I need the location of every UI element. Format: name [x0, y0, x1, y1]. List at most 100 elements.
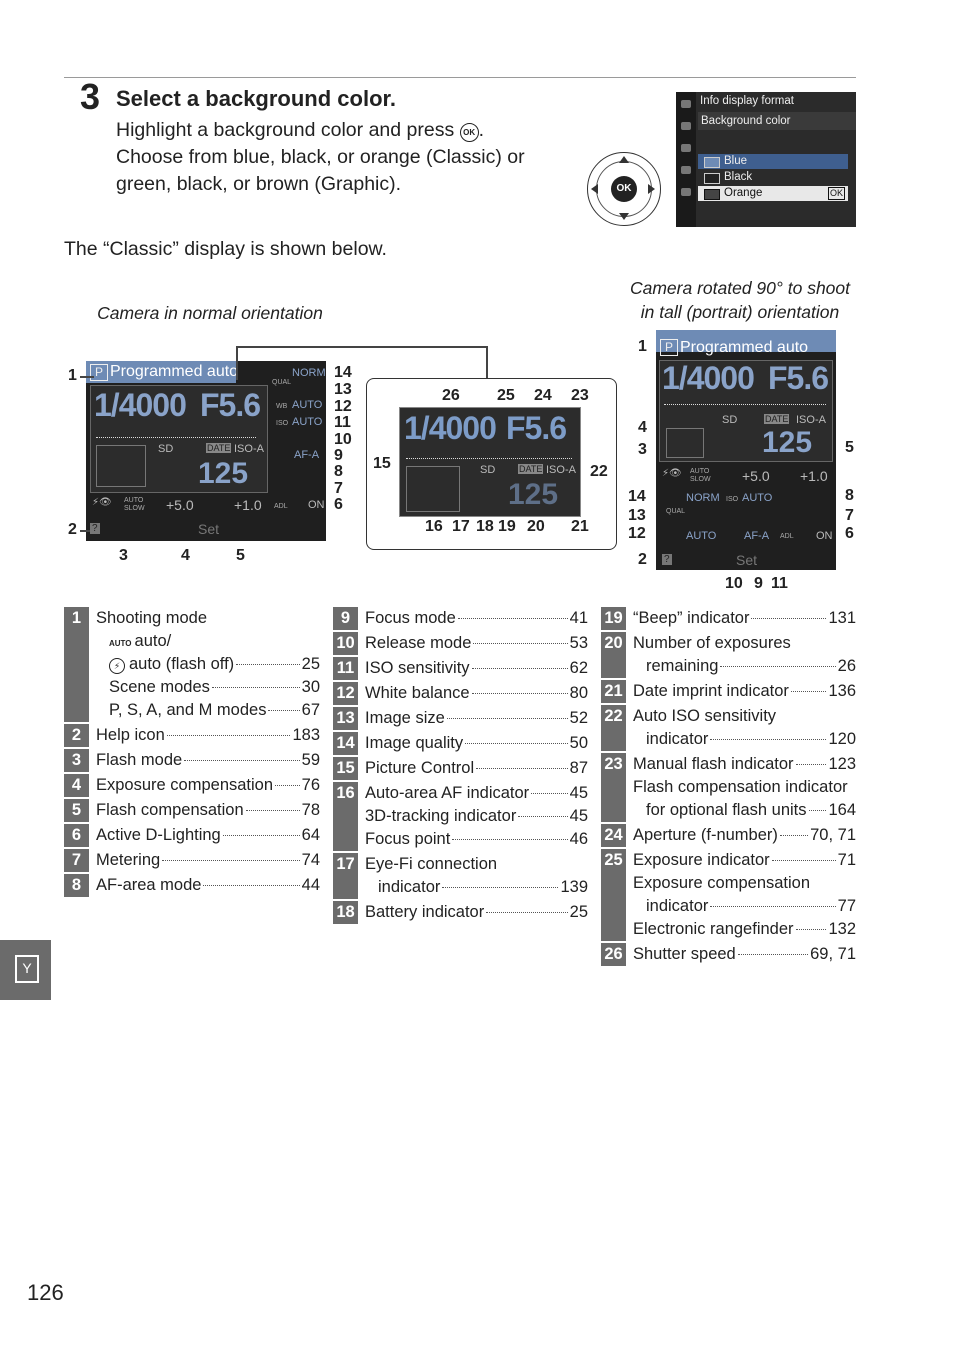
index-number: 2: [64, 724, 89, 747]
callout-r11: 11: [771, 575, 788, 592]
callout-26: 26: [442, 387, 460, 404]
lcd-tall: P Programmed auto 1/4000 F5.6 SD DATE IS…: [656, 330, 836, 570]
index-number: 13: [333, 707, 358, 730]
index-line: Eye-Fi connection: [365, 855, 498, 873]
chapter-tab: Y: [0, 940, 51, 1000]
index-number: 8: [64, 874, 89, 897]
callout-r4: 4: [638, 419, 647, 436]
wrench-icon: Y: [15, 955, 39, 983]
multi-selector-icon: OK: [587, 152, 661, 226]
callout-r3: 3: [638, 441, 647, 458]
callout-15: 15: [373, 455, 391, 472]
callout-20: 20: [527, 518, 545, 535]
callout-25: 25: [497, 387, 515, 404]
step-line1: Highlight a background color and press: [116, 119, 455, 141]
index-number: 18: [333, 901, 358, 924]
menu-option-black[interactable]: Black: [698, 170, 848, 185]
index-line: Flash compensation indicator: [633, 778, 848, 796]
index-number: 9: [333, 607, 358, 630]
callout-23: 23: [571, 387, 589, 404]
index-number: 1: [64, 607, 89, 722]
menu-screenshot: Info display format Background color Blu…: [676, 92, 856, 227]
callout-1: 1: [68, 367, 77, 384]
index-number: 15: [333, 757, 358, 780]
callout-21: 21: [571, 518, 589, 535]
flash-icon: ⚡👁: [92, 497, 112, 508]
step-number: 3: [80, 76, 101, 117]
index-number: 10: [333, 632, 358, 655]
callout-22: 22: [590, 463, 608, 480]
callout-3: 3: [119, 547, 128, 564]
callout-r6: 6: [845, 525, 854, 542]
index-line: Auto ISO sensitivity: [633, 707, 777, 725]
callout-7: 7: [334, 480, 343, 497]
index-line: Aperture (f-number)70, 71: [633, 826, 856, 844]
callout-8: 8: [334, 463, 343, 480]
callout-10: 10: [334, 431, 352, 448]
classic-note: The “Classic” display is shown below.: [64, 238, 387, 260]
callout-18: 18: [476, 518, 494, 535]
zoom-detail: 1/4000 F5.6 SD DATE ISO-A 125: [366, 378, 617, 550]
callout-2: 2: [68, 521, 77, 538]
menu-option-blue[interactable]: Blue: [698, 154, 848, 169]
index-number: 6: [64, 824, 89, 847]
page-number: 126: [27, 1280, 64, 1305]
callout-6: 6: [334, 496, 343, 513]
callout-r10: 10: [725, 575, 743, 592]
index-number: 23: [601, 753, 626, 822]
callout-r9: 9: [754, 575, 763, 592]
callout-r8: 8: [845, 487, 854, 504]
index-number: 25: [601, 849, 626, 941]
index-number: 5: [64, 799, 89, 822]
callout-5: 5: [236, 547, 245, 564]
callout-16: 16: [425, 518, 443, 535]
index-number: 22: [601, 705, 626, 751]
index-number: 16: [333, 782, 358, 851]
caption-normal: Camera in normal orientation: [97, 303, 323, 323]
callout-24: 24: [534, 387, 552, 404]
menu-sidebar: [676, 92, 696, 227]
lcd-normal: P Programmed auto 1/4000 F5.6 SD DATE IS…: [86, 361, 326, 541]
menu-subtitle: Background color: [698, 112, 856, 130]
callout-r7: 7: [845, 507, 854, 524]
